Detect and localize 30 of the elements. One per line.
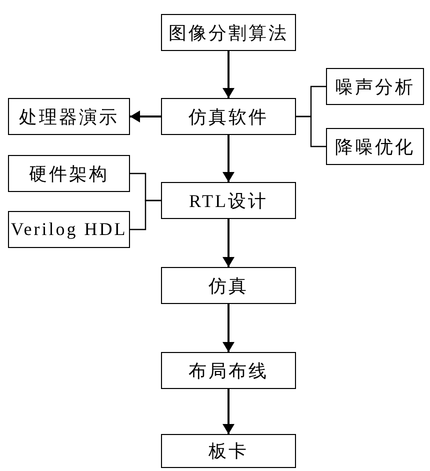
- process-box: [161, 98, 296, 135]
- box-label: RTL设计: [189, 190, 268, 212]
- box-label: 图像分割算法: [168, 22, 288, 44]
- box-label: 布局布线: [188, 360, 268, 382]
- process-box: [8, 211, 130, 248]
- box-label: 板卡: [208, 440, 248, 463]
- box-label: Verilog HDL: [10, 219, 128, 240]
- box-label: 仿真软件: [188, 106, 268, 128]
- process-box: [8, 155, 130, 192]
- arrow: [222, 51, 234, 98]
- process-box: [161, 14, 296, 51]
- arrow: [222, 389, 234, 434]
- process-box: [161, 352, 296, 389]
- box-label: 噪声分析: [335, 76, 415, 98]
- process-box: [326, 68, 424, 105]
- process-box: [8, 98, 130, 135]
- process-box: [161, 267, 296, 304]
- arrow: [222, 135, 234, 182]
- box-label: 硬件架构: [29, 162, 109, 186]
- process-box: [161, 182, 296, 219]
- process-box: [161, 434, 296, 468]
- arrow: [130, 110, 161, 122]
- connector-line: [130, 200, 161, 230]
- arrow: [222, 304, 234, 352]
- connector-line: [296, 116, 326, 148]
- arrow: [222, 219, 234, 267]
- process-box: [326, 128, 424, 165]
- box-label: 降噪优化: [335, 136, 415, 158]
- box-label: 处理器演示: [19, 106, 119, 128]
- box-label: 仿真: [208, 274, 248, 298]
